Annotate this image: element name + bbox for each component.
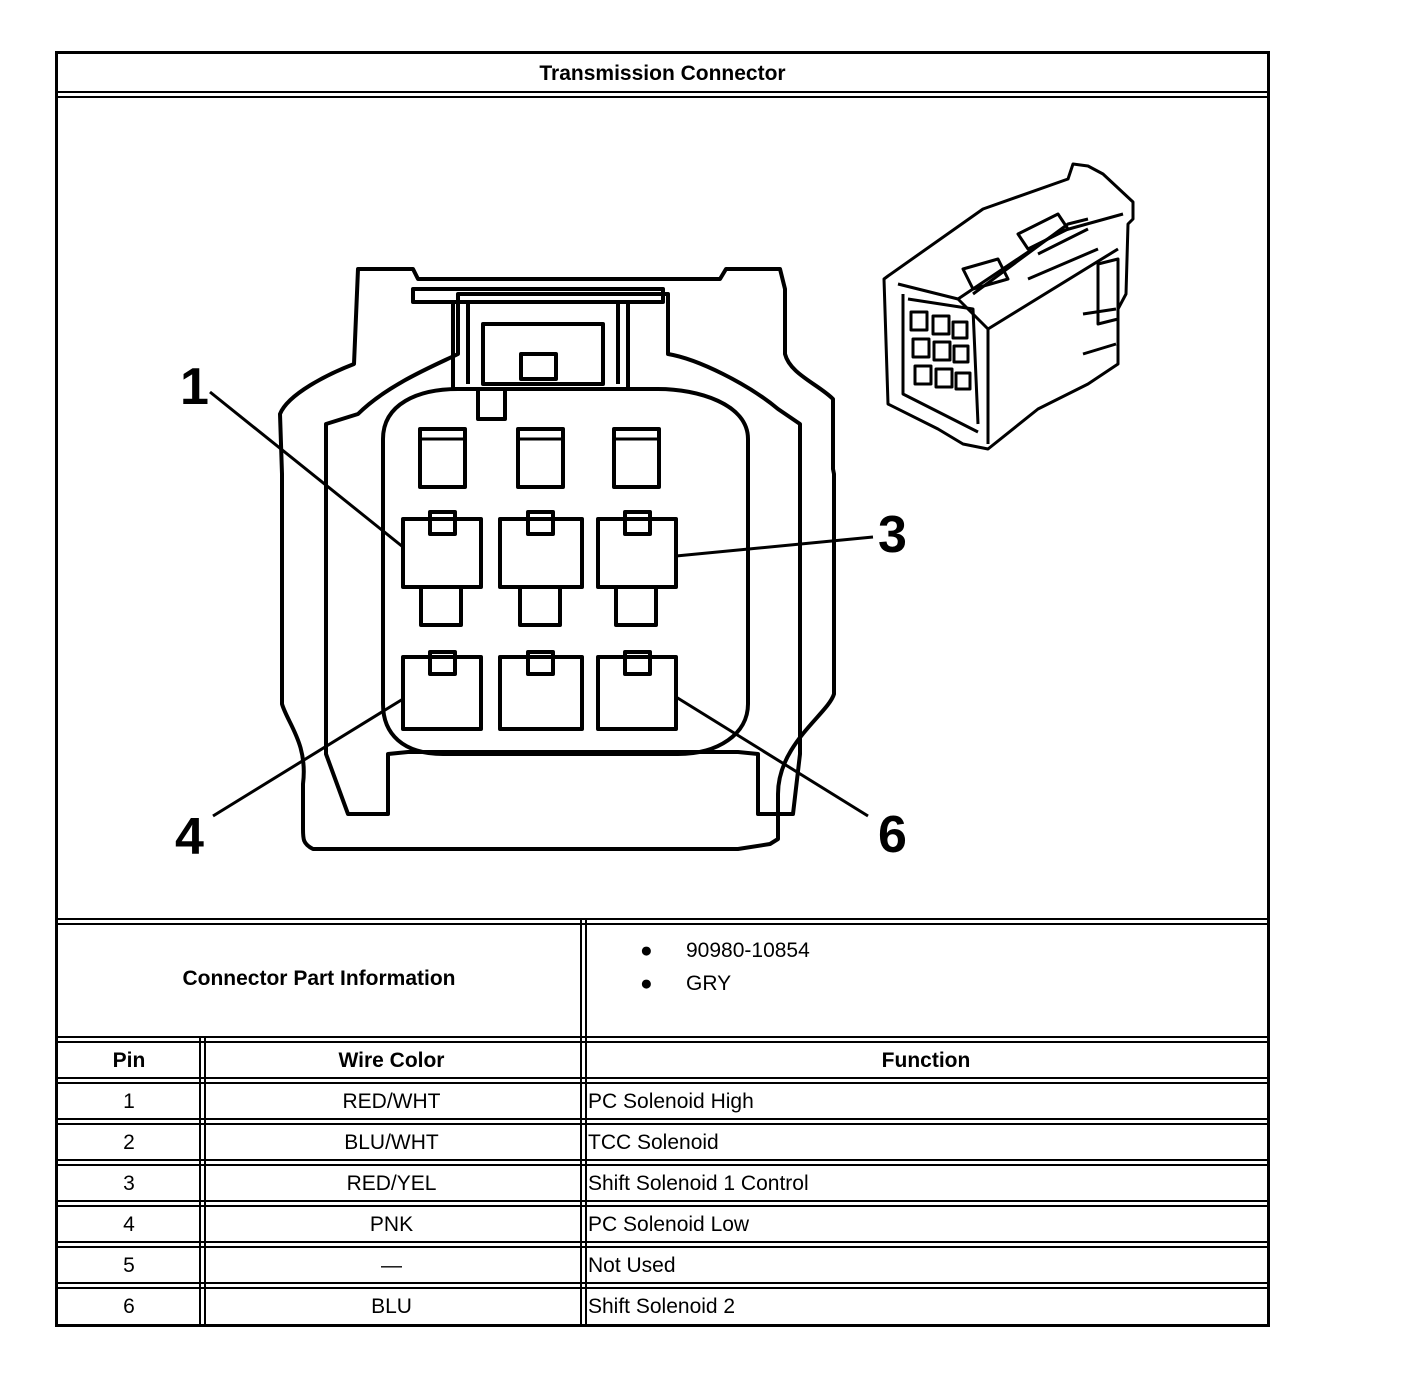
wire-color-cell: RED/WHT: [342, 1090, 441, 1113]
pin-cell: 2: [123, 1131, 135, 1154]
function-cell: PC Solenoid Low: [588, 1213, 750, 1236]
table-row: 4 PNK PC Solenoid Low: [58, 1203, 1267, 1244]
callout-1: 1: [180, 358, 209, 416]
wire-color-cell: PNK: [369, 1213, 414, 1236]
pin-cell: 1: [123, 1090, 135, 1113]
function-cell: Not Used: [588, 1254, 676, 1277]
pin-cell: 3: [123, 1172, 135, 1195]
wire-color-cell: RED/YEL: [346, 1172, 437, 1195]
terminal-pin-4: [401, 650, 483, 731]
diagram-divider: [58, 918, 1267, 925]
table-row: 5 — Not Used: [58, 1244, 1267, 1285]
wire-color-cell: BLU/WHT: [344, 1131, 439, 1154]
part-info-item: ●90980-10854: [640, 939, 810, 962]
terminal-pin-5: [498, 650, 584, 731]
part-color: GRY: [686, 972, 732, 995]
leader-line-1: [209, 390, 404, 549]
terminal-pin-2: [498, 510, 584, 627]
callout-4: 4: [175, 808, 204, 866]
callout-6: 6: [878, 806, 907, 864]
function-cell: Shift Solenoid 1 Control: [588, 1172, 809, 1195]
function-cell: TCC Solenoid: [588, 1131, 719, 1154]
table-row: 3 RED/YEL Shift Solenoid 1 Control: [58, 1162, 1267, 1203]
table-row: 2 BLU/WHT TCC Solenoid: [58, 1121, 1267, 1162]
callout-3: 3: [878, 506, 907, 564]
part-info-item: ●GRY: [640, 972, 732, 995]
title-divider: [58, 91, 1267, 98]
pin-cell: 5: [123, 1254, 135, 1277]
connector-latch: [411, 287, 665, 304]
column-header-function: Function: [881, 1049, 971, 1072]
function-cell: PC Solenoid High: [588, 1090, 754, 1113]
connector-inner-wall: [324, 292, 802, 816]
table-row: 6 BLU Shift Solenoid 2: [58, 1285, 1267, 1326]
pin-cell: 4: [123, 1213, 135, 1236]
part-number: 90980-10854: [686, 939, 810, 962]
terminal-pin-6: [596, 650, 678, 731]
part-info-label: Connector Part Information: [182, 967, 456, 990]
terminal-pin-3: [596, 510, 678, 627]
wire-color-cell: —: [381, 1254, 402, 1277]
page-title: Transmission Connector: [539, 62, 786, 85]
pin-cell: 6: [123, 1295, 135, 1318]
wire-color-cell: BLU: [371, 1295, 412, 1318]
leader-line-4: [212, 697, 404, 818]
connector-diagram: 1 3 4 6: [175, 162, 1135, 866]
column-header-wire-color: Wire Color: [338, 1049, 445, 1072]
connector-sheet: Transmission Connector: [55, 51, 1270, 1327]
table-row: 1 RED/WHT PC Solenoid High: [58, 1080, 1267, 1121]
leader-line-6: [675, 695, 869, 818]
terminal-pin-1: [401, 510, 483, 627]
terminal-cavity-outline: [381, 387, 750, 756]
connector-3d-illustration: [882, 162, 1135, 451]
pin-column-divider: [199, 1038, 206, 1327]
connector-outer-housing: [278, 267, 836, 851]
table-top-divider: [58, 1036, 1267, 1043]
part-info-list: ●90980-10854 ●GRY: [638, 934, 810, 1000]
leader-line-3: [675, 535, 874, 558]
part-info-column-divider: [580, 918, 587, 1327]
column-header-pin: Pin: [112, 1049, 146, 1072]
function-cell: Shift Solenoid 2: [588, 1295, 736, 1318]
